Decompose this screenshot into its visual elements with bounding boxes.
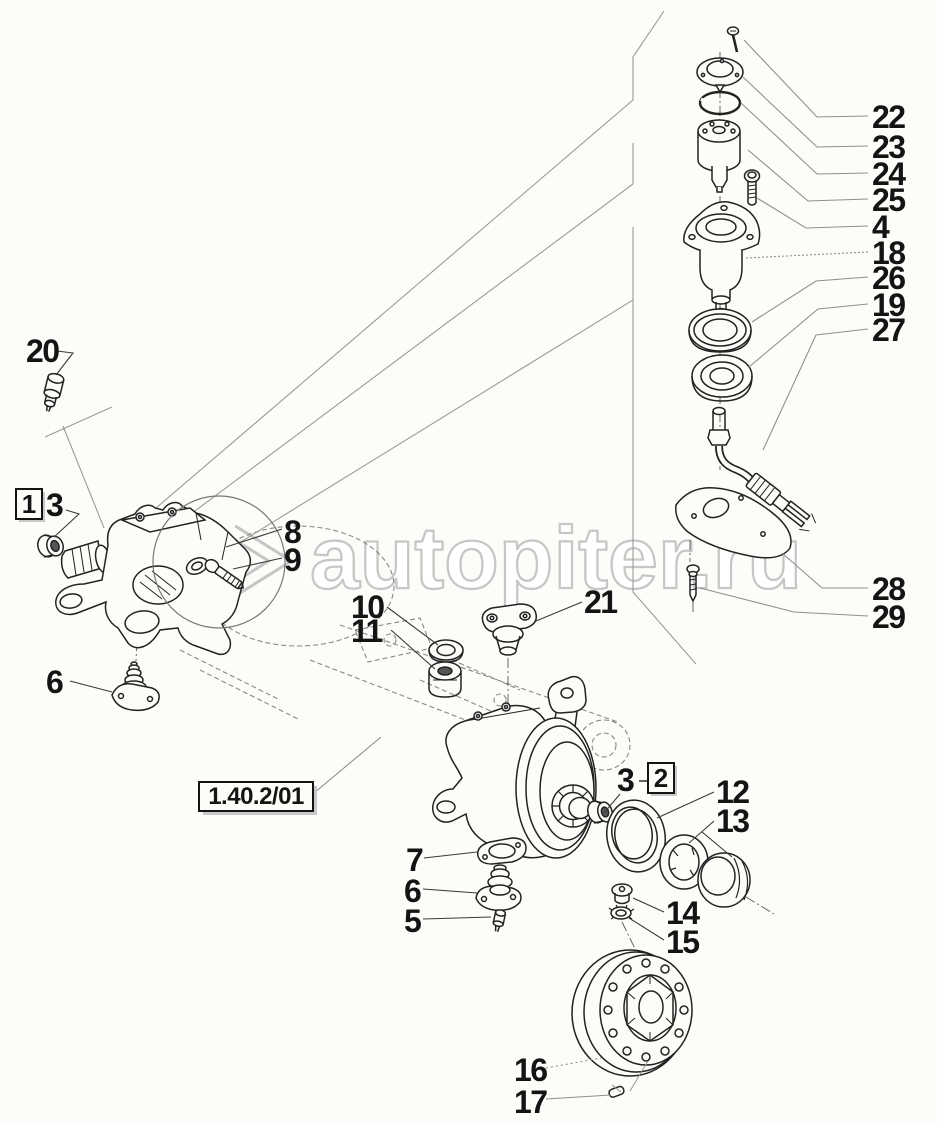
part-6-kingpin-lower bbox=[475, 864, 522, 912]
callout-27: 27 bbox=[872, 312, 906, 348]
part-18-swivel-housing bbox=[683, 201, 761, 315]
callout-28: 28 bbox=[872, 571, 906, 607]
callout-17: 17 bbox=[514, 1084, 548, 1120]
callout-8: 8 bbox=[284, 514, 302, 550]
part-29-screw bbox=[686, 564, 700, 603]
callout-24: 24 bbox=[872, 156, 906, 192]
callout-2-box: 2 bbox=[647, 762, 675, 794]
reference-box: 1.40.2/01 bbox=[198, 781, 314, 812]
callout-7: 7 bbox=[406, 842, 424, 878]
leader-lines bbox=[313, 39, 869, 1100]
callout-9: 9 bbox=[284, 542, 302, 578]
callout-14: 14 bbox=[666, 895, 700, 931]
callout-21: 21 bbox=[584, 584, 618, 620]
part-11-bushing bbox=[428, 661, 462, 698]
right-knuckle-spline-shaft bbox=[551, 784, 595, 828]
callout-6-left: 6 bbox=[46, 664, 64, 700]
callout-1-box: 1 bbox=[15, 488, 43, 520]
leader-lines-dark bbox=[41, 350, 733, 941]
callout-16: 16 bbox=[514, 1052, 548, 1088]
part-16-wheel-hub bbox=[571, 949, 693, 1077]
part-28-cover-plate bbox=[675, 487, 792, 559]
part-9-bolt bbox=[204, 558, 244, 590]
part-22-screw bbox=[726, 26, 740, 53]
callout-18: 18 bbox=[872, 235, 906, 271]
callout-29: 29 bbox=[872, 599, 906, 635]
detail-balloon bbox=[152, 495, 286, 629]
top-exploded-stack bbox=[675, 26, 817, 603]
callout-10: 10 bbox=[351, 589, 385, 625]
part-20-grease-fitting bbox=[43, 372, 65, 412]
part-27-sensor bbox=[707, 406, 817, 532]
part-14-plug bbox=[611, 883, 633, 905]
callout-11: 11 bbox=[351, 613, 383, 649]
center-parts bbox=[428, 603, 538, 698]
part-7-shim-plate bbox=[477, 837, 527, 865]
callout-22: 22 bbox=[872, 99, 906, 135]
callout-25: 25 bbox=[872, 182, 906, 218]
part-3-bushing-left bbox=[37, 534, 64, 558]
callout-20: 20 bbox=[26, 333, 60, 369]
part-13-bearing bbox=[659, 834, 751, 908]
callout-26: 26 bbox=[872, 260, 906, 296]
part-10-seal-washer bbox=[428, 639, 464, 663]
part-5-grease-screw bbox=[492, 909, 507, 933]
lower-kingpin-stack bbox=[475, 837, 527, 933]
callout-13: 13 bbox=[716, 803, 750, 839]
part-4-bolt bbox=[743, 169, 761, 206]
part-17-pin bbox=[608, 1085, 625, 1098]
callout-12: 12 bbox=[716, 774, 750, 810]
right-knuckle-body bbox=[432, 675, 597, 859]
part-19-bearing bbox=[691, 354, 753, 402]
left-knuckle-group bbox=[37, 372, 286, 712]
callout-3-left: 3 bbox=[46, 487, 64, 523]
right-knuckle-group bbox=[432, 675, 751, 920]
part-12-seal bbox=[606, 799, 666, 873]
callout-23: 23 bbox=[872, 129, 906, 165]
part-25-kingpin-body bbox=[697, 119, 741, 193]
location-lines bbox=[44, 10, 697, 665]
part-15-lock-washer bbox=[608, 904, 635, 920]
part-23-cap bbox=[696, 57, 744, 94]
part-26-seal bbox=[688, 308, 752, 353]
callout-19: 19 bbox=[872, 287, 906, 323]
callout-3-right: 3 bbox=[617, 762, 635, 798]
wheel-hub-group bbox=[571, 949, 693, 1098]
callout-5: 5 bbox=[404, 903, 422, 939]
part-24-snap-ring bbox=[698, 90, 742, 116]
callout-4: 4 bbox=[872, 209, 890, 245]
callout-6-lower: 6 bbox=[404, 873, 422, 909]
callout-15: 15 bbox=[666, 924, 700, 960]
left-knuckle-body bbox=[55, 501, 252, 656]
part-21-upper-kingpin bbox=[481, 603, 538, 656]
part-6-kingpin-left bbox=[111, 661, 160, 712]
